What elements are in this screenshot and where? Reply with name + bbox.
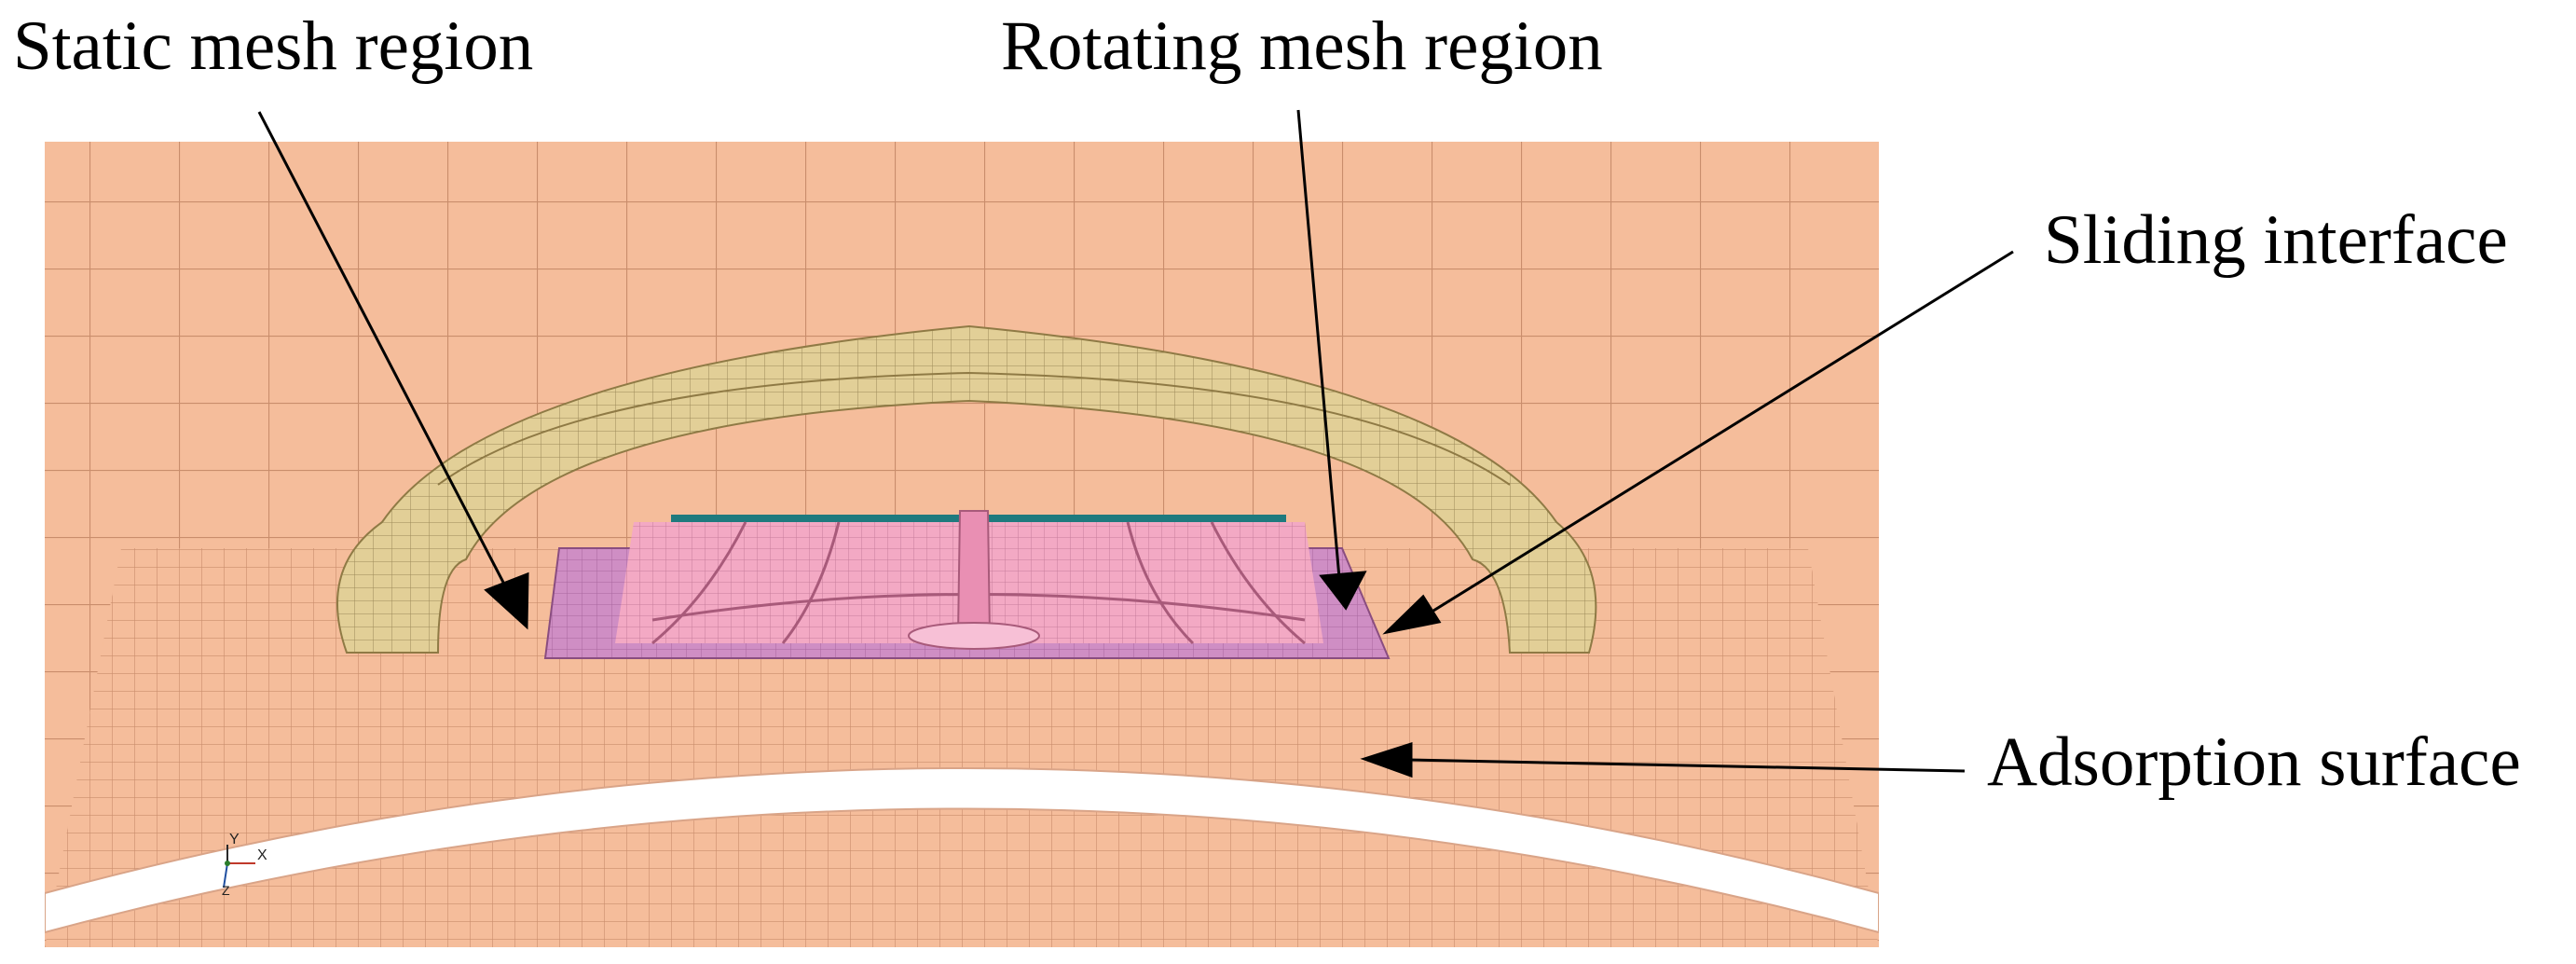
label-adsorption-surface: Adsorption surface	[1987, 723, 2521, 801]
label-static-mesh-region: Static mesh region	[13, 7, 534, 85]
leader-sliding	[1425, 250, 2014, 617]
impeller	[615, 510, 1323, 650]
arrowhead-adsorption	[1360, 741, 1413, 778]
arrowhead-sliding	[1382, 594, 1442, 635]
leader-static	[257, 111, 513, 598]
arrowhead-static	[484, 572, 529, 630]
label-sliding-interface: Sliding interface	[2044, 201, 2508, 279]
leader-lines	[257, 109, 2014, 778]
shroud-ring	[336, 324, 1597, 654]
axis-y-label: Y	[229, 832, 240, 847]
adsorption-band	[45, 767, 1879, 934]
leader-adsorption	[1406, 758, 1966, 773]
axis-triad: Y X Z	[222, 832, 267, 898]
leader-rotating	[1296, 109, 1341, 579]
axis-x-label: X	[257, 847, 267, 863]
label-rotating-mesh-region: Rotating mesh region	[1001, 7, 1603, 85]
axis-z-label: Z	[222, 883, 230, 898]
arrowhead-rotating	[1319, 571, 1367, 611]
